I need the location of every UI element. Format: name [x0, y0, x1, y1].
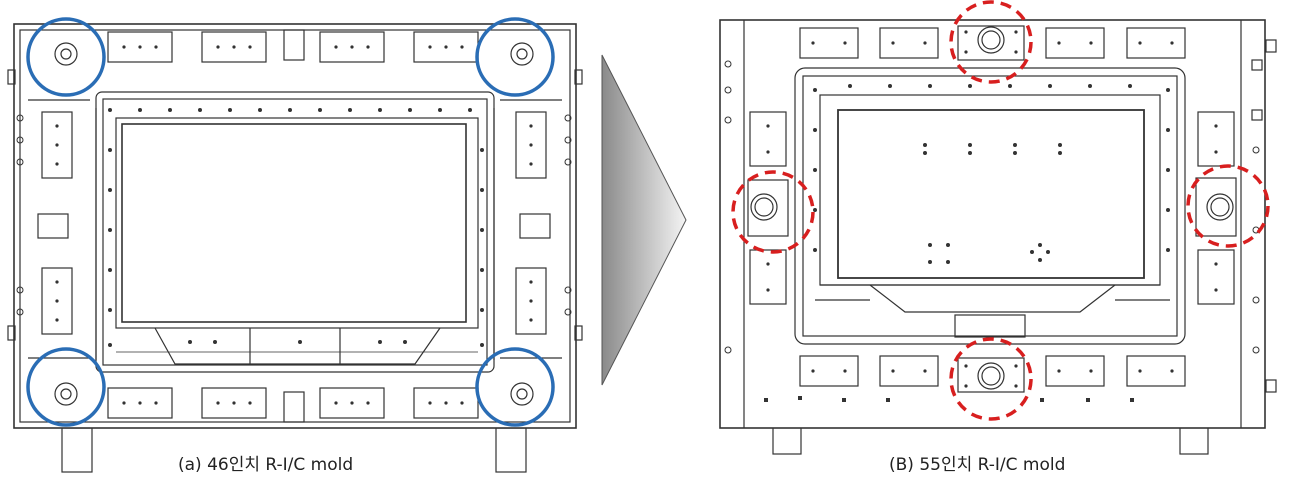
caption-46-inch-mold: (a) 46인치 R-I/C mold — [178, 455, 354, 475]
gate-section — [869, 284, 1116, 313]
highlight-circle-top-right — [475, 17, 555, 97]
highlight-circle-bottom-left — [26, 347, 106, 427]
mold-46-highlight-circles — [26, 17, 555, 427]
highlight-circle-top — [949, 0, 1033, 84]
highlight-circle-left — [731, 170, 815, 254]
highlight-circle-bottom — [949, 337, 1033, 421]
gate-section — [154, 327, 441, 365]
mold-55-drawing — [719, 19, 1277, 455]
outer-frame — [13, 23, 577, 429]
left-leg-1 — [61, 427, 93, 473]
left-leg-2 — [495, 427, 527, 473]
mold-46-drawing — [7, 23, 583, 473]
cavity-panel — [121, 123, 467, 323]
mold-55-highlight-circles — [731, 0, 1270, 421]
outer-frame — [719, 19, 1266, 429]
highlight-circle-right — [1186, 164, 1270, 248]
cavity-outer — [794, 67, 1186, 345]
caption-55-inch-mold: (B) 55인치 R-I/C mold — [889, 455, 1066, 475]
highlight-circle-top-left — [26, 17, 106, 97]
mold-55-details — [724, 30, 1260, 402]
cavity-panel — [837, 109, 1145, 279]
mold-46-details — [16, 45, 572, 405]
highlight-circle-bottom-right — [475, 347, 555, 427]
transition-arrow — [601, 54, 687, 386]
